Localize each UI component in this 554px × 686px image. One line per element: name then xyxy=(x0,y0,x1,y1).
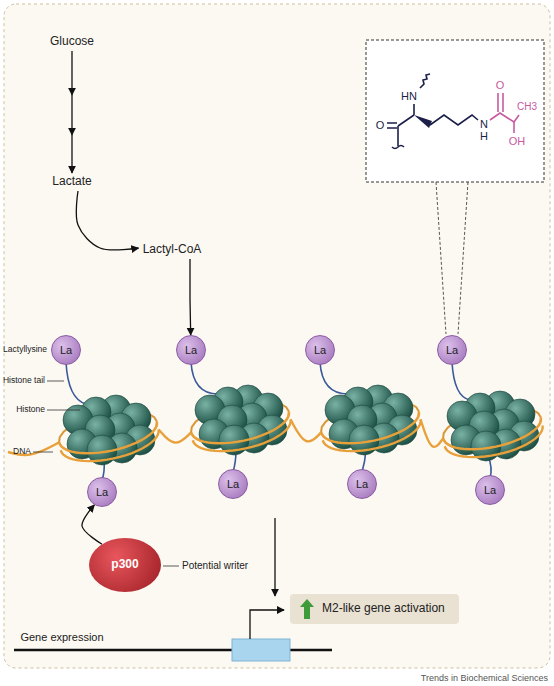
bond xyxy=(513,122,515,133)
lactyl-mark: La xyxy=(176,335,206,365)
node-text: La xyxy=(484,484,496,497)
node-text: La xyxy=(96,486,108,499)
node-text: M2-like gene activation xyxy=(322,602,445,616)
histone-tail xyxy=(320,362,348,394)
transcription-arrow xyxy=(250,610,284,639)
bond xyxy=(514,115,519,122)
dna-wrap xyxy=(61,429,159,461)
atom-label: H xyxy=(480,130,488,143)
lactyl-group xyxy=(490,93,519,133)
background-panel xyxy=(4,4,550,668)
up-arrow xyxy=(300,599,314,619)
part-label: Lactyllysine xyxy=(3,345,47,355)
bond xyxy=(413,104,415,115)
part-label: Histone xyxy=(16,405,45,415)
atom-label: HN xyxy=(401,90,417,103)
histone-tail xyxy=(66,362,86,404)
node-text: La xyxy=(185,344,197,357)
dna-wrap xyxy=(323,419,421,451)
part-label: Gene expression xyxy=(20,631,103,644)
structure-inset xyxy=(366,40,544,182)
node-text: La xyxy=(446,344,458,357)
leader-line xyxy=(163,566,179,567)
histone-tail xyxy=(452,362,470,400)
up-arrow-icon xyxy=(300,599,314,619)
dna-linker xyxy=(421,419,444,446)
atom-label: CH3 xyxy=(517,101,537,113)
atom-label: OH xyxy=(509,135,526,148)
node-text: La xyxy=(60,344,72,357)
node-text: p300 xyxy=(111,558,138,572)
histone-tail xyxy=(191,362,218,394)
leader-line xyxy=(47,410,80,411)
metabolite-label: Lactyl-CoA xyxy=(139,241,206,259)
writer-enzyme: p300 xyxy=(89,538,161,592)
bond xyxy=(397,126,399,146)
lysine-skeleton xyxy=(387,74,478,149)
lactyl-mark: La xyxy=(347,469,377,499)
dna-wrap xyxy=(445,425,543,457)
leader-lines xyxy=(33,381,179,566)
expression-arrow xyxy=(274,518,275,596)
node-text: Lactate xyxy=(52,175,91,189)
node-text: La xyxy=(227,478,239,491)
lactyl-mark: La xyxy=(305,335,335,365)
lactyl-mark: La xyxy=(437,335,467,365)
flow-arrow xyxy=(71,51,72,173)
wedge-bond xyxy=(414,115,432,128)
gene-block xyxy=(232,639,290,661)
zoom-line xyxy=(436,182,446,334)
node-text: La xyxy=(314,344,326,357)
wavy-bond xyxy=(420,74,430,88)
atom-label: O xyxy=(496,79,505,92)
lactyl-mark: La xyxy=(87,477,117,507)
callout-label: Potential writer xyxy=(182,560,248,572)
double-bond xyxy=(498,93,503,112)
part-label: Histone tail xyxy=(3,376,45,386)
leader-line xyxy=(33,452,53,453)
wavy-bond xyxy=(392,146,404,149)
dna-linker xyxy=(291,419,322,441)
atom-label: O xyxy=(376,119,385,132)
leader-line xyxy=(47,381,64,382)
atom-label: N xyxy=(480,118,488,131)
side-chain xyxy=(430,115,478,125)
dna-wrap xyxy=(193,419,291,451)
lactyl-mark: La xyxy=(218,469,248,499)
lactyl-mark: La xyxy=(51,335,81,365)
node-text: Lactyl-CoA xyxy=(143,243,202,257)
part-label: DNA xyxy=(13,447,31,457)
zoom-line xyxy=(458,182,468,334)
flow-arrow xyxy=(189,259,191,335)
node-text: Glucose xyxy=(50,35,94,49)
metabolite-label: Lactate xyxy=(48,173,96,191)
lactyl-mark: La xyxy=(475,475,505,505)
node-text: La xyxy=(356,478,368,491)
nucleosomes xyxy=(8,362,543,480)
double-bond xyxy=(387,123,397,128)
dna-linker xyxy=(159,429,192,442)
zoom-lines xyxy=(436,182,468,334)
outcome-box: M2-like gene activation xyxy=(290,594,459,624)
bond xyxy=(398,115,414,126)
bond xyxy=(490,113,514,122)
metabolite-label: Glucose xyxy=(46,33,99,51)
flow-arrow xyxy=(76,191,138,250)
source-note: Trends in Biochemical Sciences xyxy=(421,673,548,683)
flow-arrow xyxy=(82,505,102,544)
